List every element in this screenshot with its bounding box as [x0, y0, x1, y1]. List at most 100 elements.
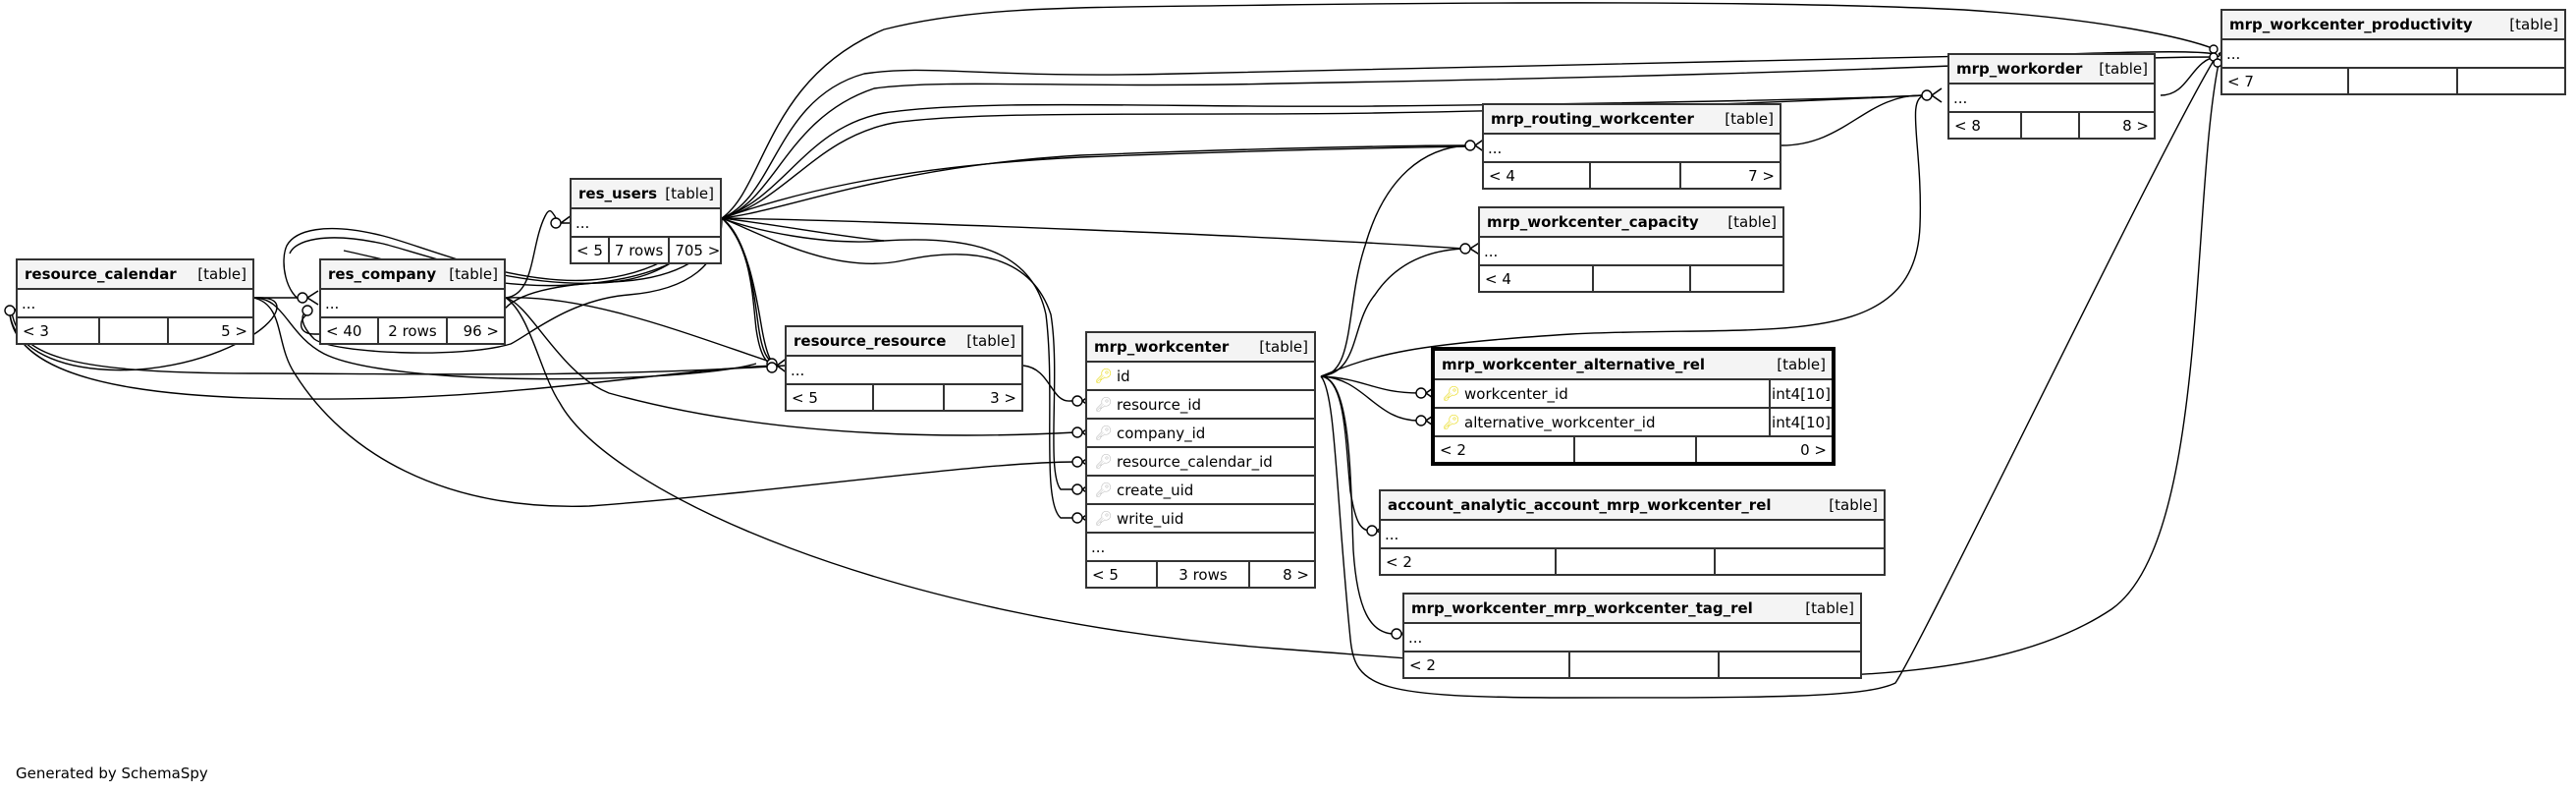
relationship-endpoint [4, 305, 16, 316]
table-res-company[interactable]: res_company [table] ... < 40 2 rows 96 > [319, 258, 506, 345]
relationship-line [1320, 375, 1371, 532]
table-resource-calendar[interactable]: resource_calendar [table] ... < 3 5 > [16, 258, 254, 345]
row-count [2022, 113, 2080, 138]
parents-count[interactable]: < 2 [1435, 437, 1575, 462]
column-row[interactable]: 🔑︎ alternative_workcenter_id int4[10] [1435, 409, 1832, 437]
parents-count[interactable]: < 3 [18, 318, 100, 343]
column-name: resource_calendar_id [1117, 452, 1273, 471]
column-name: company_id [1117, 424, 1206, 442]
table-type: [table] [1259, 338, 1308, 356]
relationship-endpoint [1415, 387, 1427, 399]
column-row[interactable]: 🔑︎ resource_id [1087, 391, 1314, 420]
columns-ellipsis: ... [1949, 85, 2154, 113]
table-type: [table] [1829, 496, 1878, 514]
children-count[interactable]: 0 > [1800, 440, 1827, 459]
parents-count[interactable]: < 2 [1404, 652, 1570, 677]
table-account-analytic-account-mrp-workcenter-rel[interactable]: account_analytic_account_mrp_workcenter_… [1379, 489, 1886, 576]
parents-count[interactable]: < 8 [1949, 113, 2022, 138]
crows-foot [1931, 87, 1943, 103]
table-name: mrp_workcenter_productivity [2229, 16, 2473, 33]
column-row[interactable]: 🔑︎ workcenter_id int4[10] [1435, 380, 1832, 409]
table-mrp-routing-workcenter[interactable]: mrp_routing_workcenter [table] ... < 4 7… [1482, 103, 1781, 190]
relationship-line [505, 209, 559, 299]
children-count[interactable]: 3 > [990, 388, 1016, 407]
relationship-line [1320, 144, 1469, 377]
row-count [1570, 652, 1720, 677]
table-mrp-workcenter[interactable]: mrp_workcenter [table] 🔑︎ id 🔑︎ resource… [1085, 331, 1316, 589]
table-footer: < 5 3 > [787, 385, 1021, 410]
table-footer: < 4 [1480, 266, 1782, 291]
relationship-line [1022, 365, 1075, 402]
table-resource-resource[interactable]: resource_resource [table] ... < 5 3 > [785, 325, 1023, 412]
relationship-line [721, 145, 1469, 219]
generated-by-label: Generated by SchemaSpy [16, 765, 208, 782]
parents-count[interactable]: < 40 [321, 318, 379, 343]
row-count [2349, 69, 2458, 93]
columns-ellipsis: ... [787, 357, 1021, 385]
column-row[interactable]: 🔑︎ company_id [1087, 420, 1314, 448]
parents-count[interactable]: < 4 [1484, 163, 1591, 188]
table-mrp-workcenter-capacity[interactable]: mrp_workcenter_capacity [table] ... < 4 [1478, 206, 1784, 293]
parents-count[interactable]: < 5 [572, 238, 610, 262]
table-type: [table] [1725, 110, 1774, 128]
crows-foot [306, 290, 319, 306]
table-name: account_analytic_account_mrp_workcenter_… [1388, 496, 1772, 514]
table-type: [table] [1727, 213, 1777, 231]
column-row[interactable]: 🔑︎ write_uid [1087, 505, 1314, 534]
columns-ellipsis: ... [2222, 40, 2564, 69]
children-count[interactable] [1716, 549, 1884, 574]
table-name: res_users [578, 185, 658, 202]
relationship-line [1320, 375, 1420, 394]
column-row[interactable]: 🔑︎ resource_calendar_id [1087, 448, 1314, 477]
row-count: 3 rows [1158, 562, 1250, 587]
relationship-endpoint [1071, 456, 1083, 468]
parents-count[interactable]: < 2 [1381, 549, 1557, 574]
relationship-line [1781, 94, 1926, 146]
table-header: resource_resource [table] [787, 327, 1021, 357]
children-count[interactable]: 705 > [675, 241, 721, 259]
children-count[interactable] [2458, 69, 2564, 93]
table-header: res_company [table] [321, 260, 504, 290]
children-count[interactable]: 8 > [2122, 116, 2149, 135]
relationship-endpoint [297, 292, 308, 304]
foreign-key-icon: 🔑︎ [1095, 453, 1113, 470]
parents-count[interactable]: < 7 [2222, 69, 2349, 93]
table-mrp-workcenter-productivity[interactable]: mrp_workcenter_productivity [table] ... … [2220, 9, 2566, 95]
table-mrp-workcenter-mrp-workcenter-tag-rel[interactable]: mrp_workcenter_mrp_workcenter_tag_rel [t… [1402, 593, 1862, 679]
primary-key-icon: 🔑︎ [1095, 368, 1113, 384]
table-footer: < 40 2 rows 96 > [321, 318, 504, 343]
table-mrp-workorder[interactable]: mrp_workorder [table] ... < 8 8 > [1947, 53, 2156, 140]
column-row[interactable]: 🔑︎ create_uid [1087, 477, 1314, 505]
children-count[interactable]: 7 > [1748, 166, 1775, 185]
relationship-endpoint [1464, 140, 1476, 151]
table-name: mrp_workcenter_alternative_rel [1442, 356, 1706, 373]
columns-ellipsis: ... [1404, 624, 1860, 652]
columns-ellipsis: ... [321, 290, 504, 318]
table-res-users[interactable]: res_users [table] ... < 5 7 rows 705 > [570, 178, 722, 264]
row-count [1575, 437, 1697, 462]
columns-ellipsis: ... [572, 209, 720, 238]
parents-count[interactable]: < 5 [1087, 562, 1158, 587]
parents-count[interactable]: < 4 [1480, 266, 1594, 291]
children-count[interactable]: 5 > [221, 321, 247, 340]
row-count [1594, 266, 1691, 291]
parents-count[interactable]: < 5 [787, 385, 874, 410]
table-name: resource_calendar [25, 265, 177, 283]
column-row[interactable]: 🔑︎ id [1087, 363, 1314, 391]
children-count[interactable]: 8 > [1283, 565, 1309, 584]
table-name: mrp_workcenter_mrp_workcenter_tag_rel [1411, 599, 1753, 617]
column-type: int4[10] [1772, 384, 1831, 403]
children-count[interactable] [1720, 652, 1860, 677]
relationship-endpoint [766, 358, 778, 369]
table-name: mrp_workcenter [1094, 338, 1230, 356]
foreign-key-icon: 🔑︎ [1095, 425, 1113, 441]
row-count [1591, 163, 1681, 188]
children-count[interactable]: 96 > [463, 321, 499, 340]
table-mrp-workcenter-alternative-rel[interactable]: mrp_workcenter_alternative_rel [table] 🔑… [1431, 347, 1836, 466]
row-count [1557, 549, 1716, 574]
table-footer: < 8 8 > [1949, 113, 2154, 138]
columns-ellipsis: ... [1484, 135, 1780, 163]
primary-key-icon: 🔑︎ [1443, 385, 1460, 402]
foreign-key-icon: 🔑︎ [1095, 482, 1113, 498]
children-count[interactable] [1691, 266, 1782, 291]
